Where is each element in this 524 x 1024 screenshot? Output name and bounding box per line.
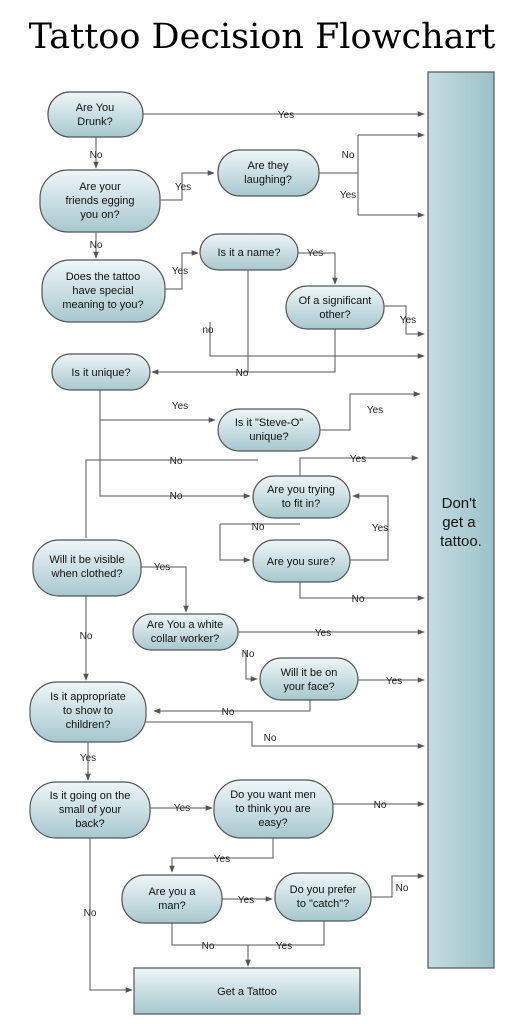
edge-label-face-yes: Yes — [386, 676, 402, 687]
edge-label-easy-yes: Yes — [214, 854, 230, 865]
edge-label-white-yes: Yes — [315, 628, 331, 639]
edge-label-white-no: No — [242, 649, 255, 660]
node-steveo: Is it "Steve-O"unique? — [217, 408, 321, 452]
edge-label-meaning-yes: Yes — [172, 266, 188, 277]
page-title: Tattoo Decision Flowchart — [29, 17, 496, 57]
svg-text:Are you sure?: Are you sure? — [267, 556, 335, 568]
edge-label-catch-yes: Yes — [276, 941, 292, 952]
edge-label-egging-yes: Yes — [175, 182, 191, 193]
svg-text:Is it a name?: Is it a name? — [218, 247, 281, 259]
edge-label-visible-yes: Yes — [154, 562, 170, 573]
edge-label-children-yes: Yes — [80, 753, 96, 764]
edge-label-face-no: No — [222, 707, 235, 718]
edge-label-steveo-yes: Yes — [367, 405, 383, 416]
edge-label-unique-no-2: No — [170, 491, 183, 502]
edge-label-laughing-yes: Yes — [340, 190, 356, 201]
node-unique: Is it unique? — [51, 353, 151, 391]
edge-label-sure-no: No — [352, 594, 365, 605]
edge-labels: Yes No Yes No No Yes Yes no Yes No Yes Y… — [80, 110, 417, 952]
get-a-tattoo-label: Get a Tattoo — [217, 986, 277, 998]
connectors — [83, 111, 425, 993]
edge-label-name-yes: Yes — [307, 248, 323, 259]
edge-label-visible-no: No — [80, 631, 93, 642]
svg-text:Is it unique?: Is it unique? — [71, 367, 130, 379]
edge-label-easy-no: No — [374, 800, 387, 811]
edge-label-catch-no: No — [396, 883, 409, 894]
edge-label-unique-no-1: No — [170, 456, 183, 467]
edge-label-man-yes: Yes — [238, 895, 254, 906]
edge-label-meaning-no: no — [202, 325, 214, 336]
edge-label-drunk-no: No — [90, 150, 103, 161]
node-name: Is it a name? — [199, 233, 299, 271]
edge-label-drunk-yes: Yes — [278, 110, 294, 121]
edge-label-small-yes: Yes — [174, 803, 190, 814]
edge-label-unique-yes: Yes — [172, 401, 188, 412]
dont-get-tattoo-label: Don't get a tattoo. — [440, 495, 482, 550]
edge-label-children-no: No — [264, 733, 277, 744]
edge-label-name-no: No — [236, 368, 249, 379]
edge-label-fitin-yes: Yes — [350, 454, 366, 465]
get-a-tattoo-box: Get a Tattoo — [133, 967, 361, 1015]
dont-get-tattoo-bar — [427, 71, 495, 969]
edge-label-small-no: No — [84, 908, 97, 919]
edge-label-fitin-no: No — [252, 522, 265, 533]
edge-label-man-no: No — [202, 941, 215, 952]
edge-label-egging-no: No — [90, 240, 103, 251]
edge-label-laughing-no: No — [342, 150, 355, 161]
edge-label-sure-yes: Yes — [372, 523, 388, 534]
node-sure: Are you sure? — [252, 539, 351, 583]
svg-text:Is it "Steve-O"unique?: Is it "Steve-O"unique? — [235, 417, 303, 443]
edge-label-significant-yes: Yes — [400, 315, 416, 326]
